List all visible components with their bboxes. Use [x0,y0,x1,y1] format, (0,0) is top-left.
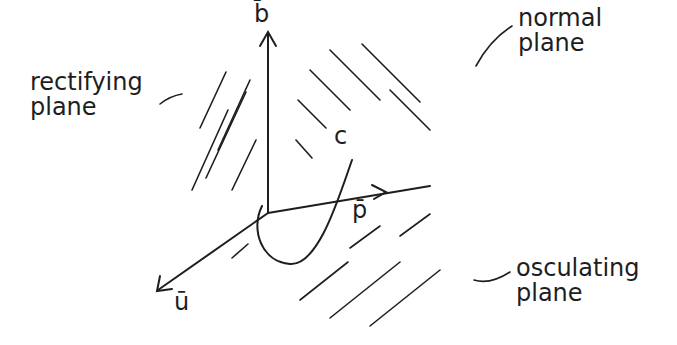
arrow-head [260,32,276,46]
axis-label: p̄ [352,198,367,223]
plane-hatching [192,44,440,326]
plane-label: normal plane [518,6,618,56]
arrow-head [372,185,386,199]
arrow-head [157,276,172,291]
curve-label: c [334,124,347,149]
p-axis [268,186,430,213]
plane-label: osculating plane [516,256,656,306]
u-axis [158,213,268,290]
axis-label: b̄ [254,2,269,27]
axis-label: ū [174,290,189,315]
plane-label: rectifying plane [30,70,158,120]
leader-lines [160,26,512,281]
space-curve [257,160,352,264]
b-axis [267,34,269,213]
